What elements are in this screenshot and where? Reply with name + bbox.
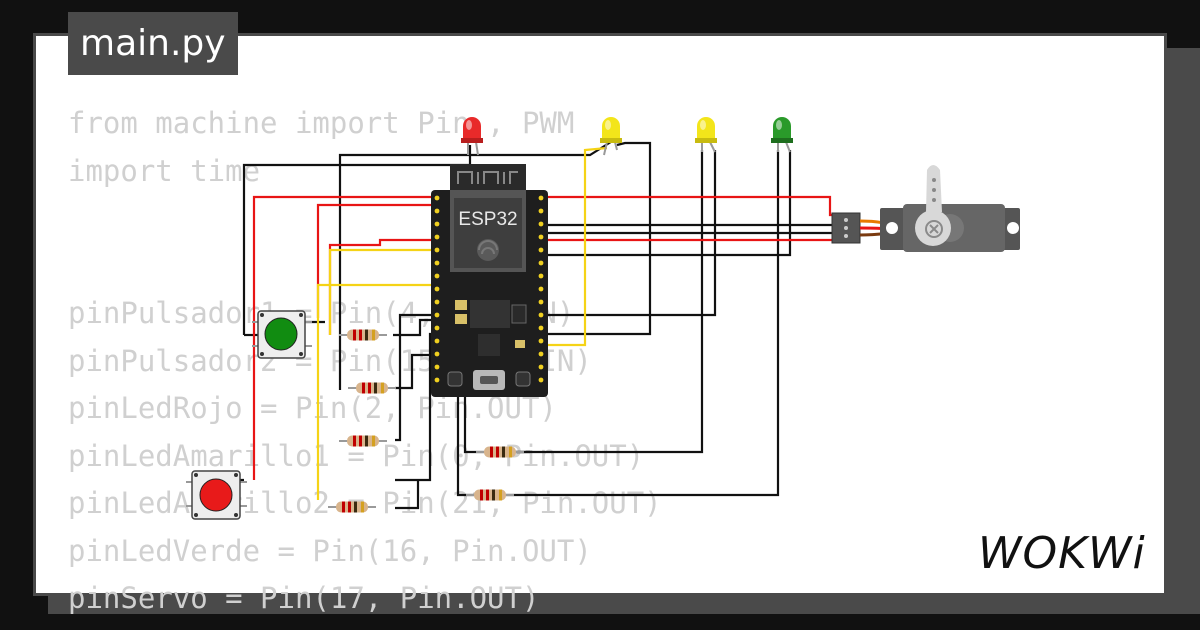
resistor-4[interactable]: [327, 500, 377, 514]
esp32-board[interactable]: ESP32: [431, 164, 548, 397]
led-green[interactable]: [771, 117, 793, 153]
led-red[interactable]: [461, 117, 483, 156]
resistor-2[interactable]: [347, 381, 397, 395]
right-pin-header: [538, 195, 544, 383]
pushbutton-green[interactable]: [252, 310, 312, 359]
led-yellow-1[interactable]: [600, 117, 622, 156]
resistor-1[interactable]: [338, 328, 388, 342]
left-pin-header: [434, 195, 440, 383]
black-wires: [192, 139, 832, 510]
board-label: ESP32: [458, 209, 517, 230]
resistor-3[interactable]: [338, 434, 388, 448]
servo-motor[interactable]: [831, 165, 1020, 252]
code-line: pinServo = Pin(17, Pin.OUT): [68, 581, 540, 615]
led-yellow-2[interactable]: [695, 117, 717, 153]
pushbutton-red[interactable]: [186, 470, 247, 520]
code-line: from machine import Pin , PWM: [68, 106, 575, 140]
filename-tab[interactable]: main.py: [68, 12, 238, 75]
resistor-5[interactable]: [475, 445, 525, 459]
code-line: pinLedAmarillo1 = Pin(0, Pin.OUT): [68, 438, 645, 473]
code-line: import time: [68, 153, 261, 188]
code-line: pinLedVerde = Pin(16, Pin.OUT): [68, 533, 592, 568]
resistor-6[interactable]: [465, 488, 515, 502]
wokwi-logo: WOKWi: [978, 528, 1146, 579]
